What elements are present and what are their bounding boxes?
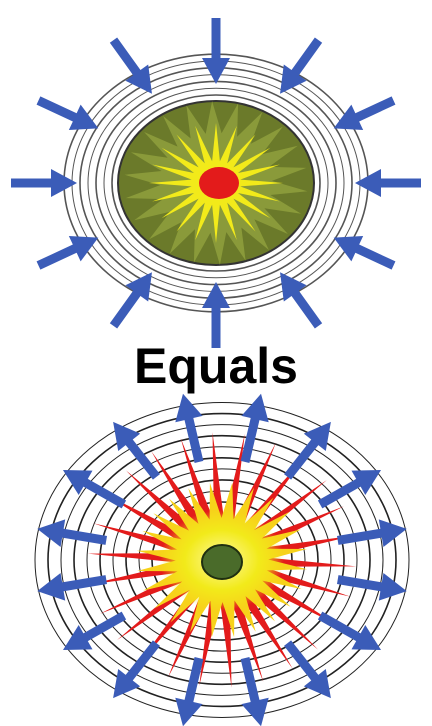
arrow (202, 18, 230, 84)
arrow (313, 603, 388, 662)
arrow (335, 566, 409, 605)
arrow (11, 169, 77, 197)
caption-text: Equals (0, 336, 432, 396)
arrow (56, 603, 131, 662)
arrow (335, 515, 409, 554)
explosion-diagram (35, 391, 409, 726)
arrow (169, 655, 212, 726)
arrow (35, 515, 109, 554)
red-core (199, 167, 239, 199)
arrow (56, 458, 131, 517)
implosion-diagram (11, 18, 421, 348)
arrow (231, 655, 274, 726)
arrow (35, 566, 109, 605)
explosion-core (202, 545, 242, 579)
arrow (313, 458, 388, 517)
arrow (355, 169, 421, 197)
